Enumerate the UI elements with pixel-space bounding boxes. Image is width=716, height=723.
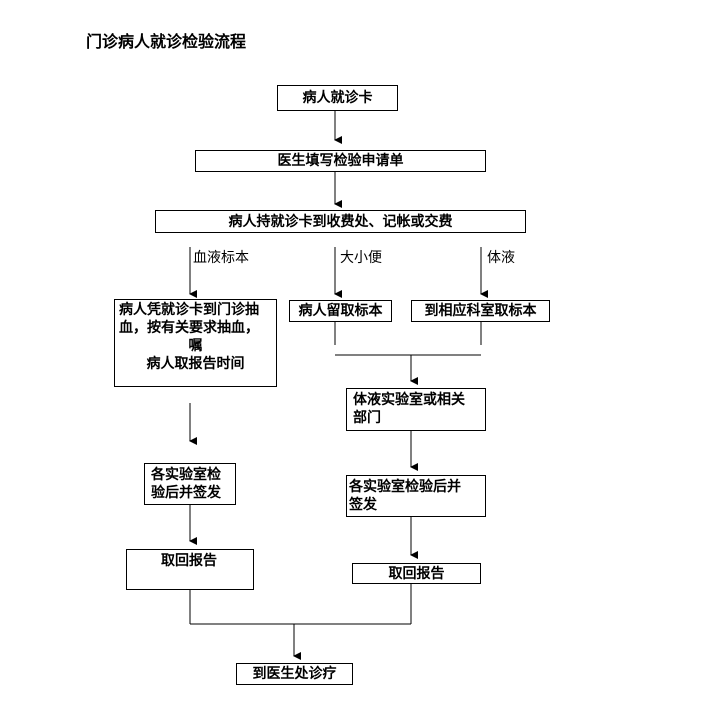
fluid-lab-line-1: 体液实验室或相关 — [353, 392, 465, 408]
branch-label-blood: 血液标本 — [193, 250, 249, 266]
blood-draw-line-3: 嘱 — [188, 338, 203, 354]
node-fluid-report: 取回报告 — [352, 563, 481, 584]
node-doctor: 医生填写检验申请单 — [195, 150, 486, 172]
branch-label-fluid: 体液 — [487, 250, 515, 266]
node-blood-check: 各实验室检 验后并签发 — [144, 463, 236, 505]
node-dept-sample: 到相应科室取标本 — [411, 300, 550, 322]
fluid-check-line-1: 各实验室检验后并 — [349, 479, 461, 495]
node-blood-draw: 病人凭就诊卡到门诊抽 血，按有关要求抽血， 嘱 病人取报告时间 — [114, 299, 277, 387]
fluid-lab-line-2: 部门 — [353, 410, 381, 426]
node-pay: 病人持就诊卡到收费处、记帐或交费 — [155, 210, 526, 233]
node-urine-stool: 病人留取标本 — [289, 300, 392, 322]
node-end: 到医生处诊疗 — [236, 663, 353, 685]
blood-draw-line-2: 血，按有关要求抽血， — [119, 320, 259, 336]
fluid-check-line-2: 签发 — [349, 497, 377, 513]
node-start: 病人就诊卡 — [277, 85, 398, 111]
branch-label-urine-stool: 大小便 — [340, 250, 382, 266]
page-title: 门诊病人就诊检验流程 — [86, 32, 247, 51]
node-blood-report: 取回报告 — [126, 549, 254, 590]
node-fluid-check: 各实验室检验后并 签发 — [346, 475, 486, 517]
blood-check-line-2: 验后并签发 — [151, 485, 221, 501]
blood-draw-line-1: 病人凭就诊卡到门诊抽 — [119, 302, 259, 318]
node-fluid-lab: 体液实验室或相关 部门 — [346, 388, 486, 431]
blood-draw-line-4: 病人取报告时间 — [146, 356, 245, 372]
blood-check-line-1: 各实验室检 — [151, 467, 221, 483]
